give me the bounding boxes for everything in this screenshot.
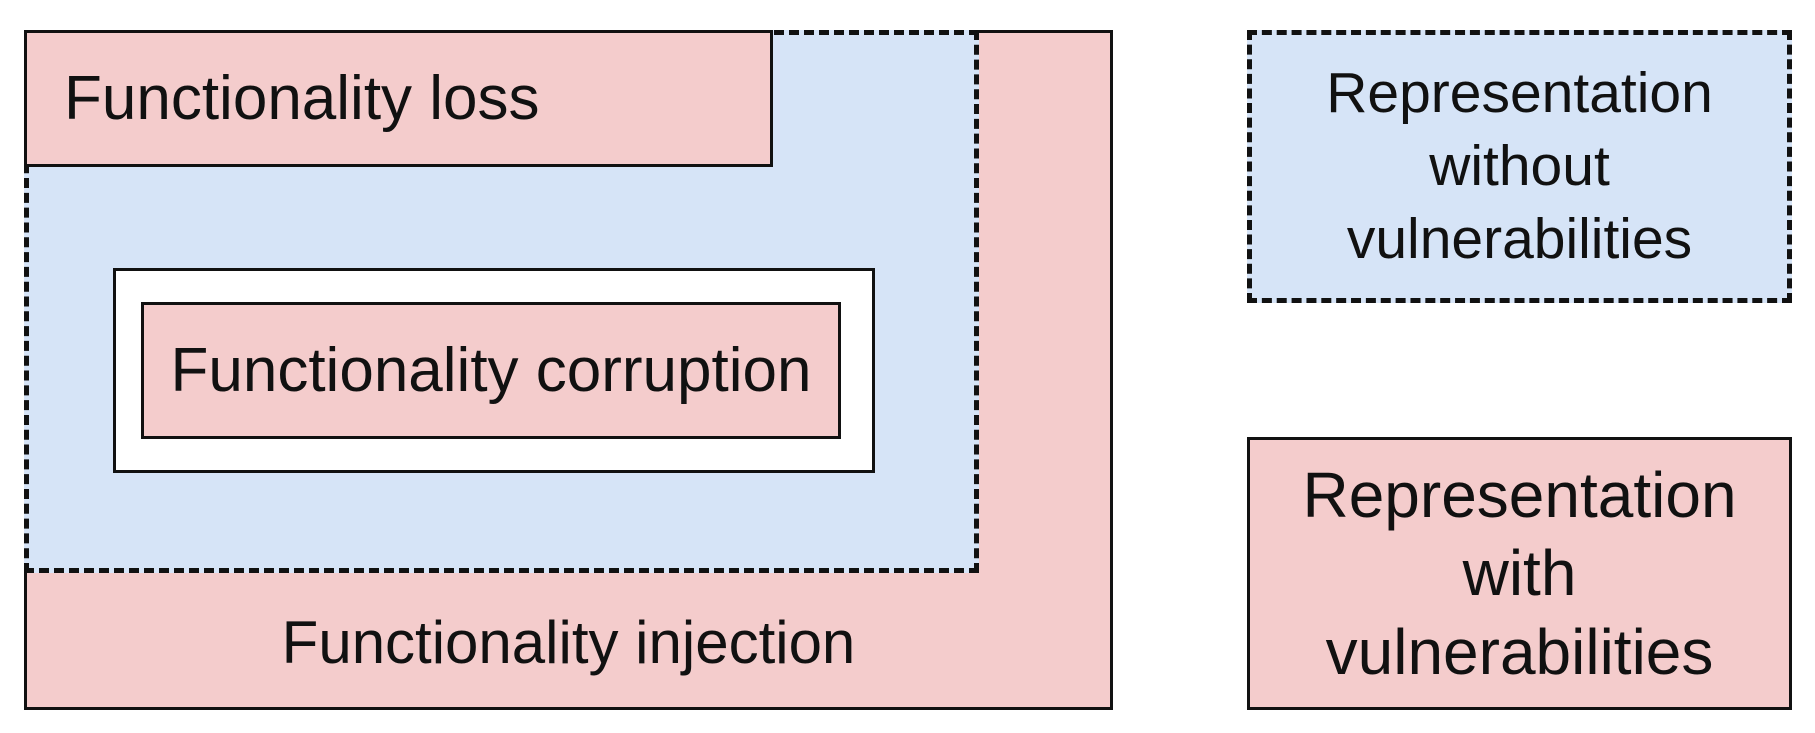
legend-with-vulnerabilities-label: Representation with vulnerabilities (1247, 437, 1792, 710)
legend-with-vulnerabilities-swatch (1247, 437, 1792, 710)
legend-without-line-3: vulnerabilities (1346, 206, 1693, 271)
functionality-corruption-label: Functionality corruption (170, 335, 812, 405)
legend-with-line-2: with (1462, 537, 1577, 610)
functionality-loss-box (24, 30, 773, 167)
legend-without-line-2: without (1429, 134, 1610, 199)
legend-without-vulnerabilities-label: Representation without vulnerabilities (1247, 30, 1792, 303)
legend-with-line-1: Representation (1302, 459, 1737, 532)
legend-with-line-3: vulnerabilities (1325, 615, 1714, 688)
functionality-corruption-box (141, 302, 841, 439)
functionality-injection-label: Functionality injection (281, 609, 856, 676)
legend-without-vulnerabilities-swatch (1247, 30, 1792, 303)
functionality-loss-label: Functionality loss (64, 63, 540, 133)
legend-without-line-1: Representation (1326, 61, 1713, 126)
